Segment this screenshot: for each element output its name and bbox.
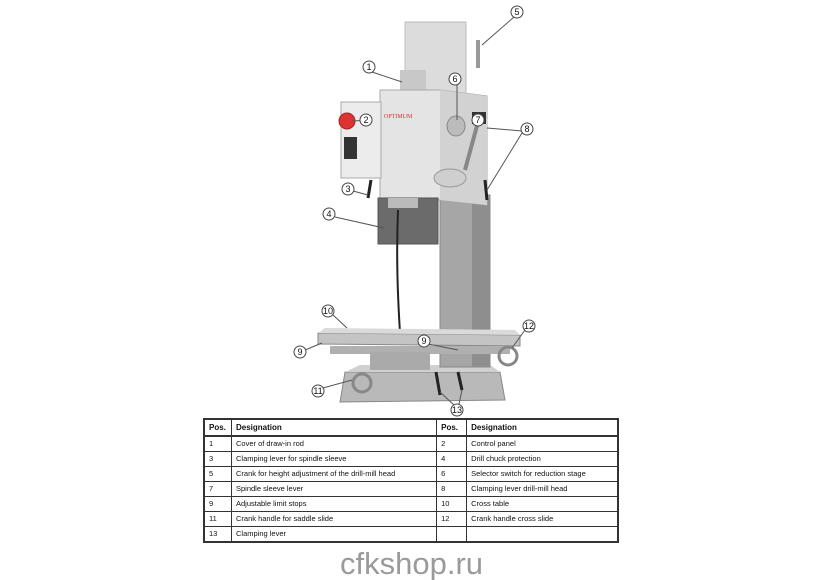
callout-6: 6 <box>452 74 457 84</box>
cell-pos: 13 <box>203 526 232 543</box>
callout-8: 8 <box>524 124 529 134</box>
cell-pos: 10 <box>436 496 468 512</box>
callout-1: 1 <box>366 62 371 72</box>
cross-crank-handwheel <box>497 345 519 367</box>
cell-pos: 2 <box>436 435 468 452</box>
cell-pos: 12 <box>436 511 468 527</box>
cell-designation: Selector switch for reduction stage <box>466 466 619 482</box>
callout-13: 13 <box>452 405 462 415</box>
cell-designation: Control panel <box>466 435 619 452</box>
machine-base <box>339 371 506 403</box>
header-designation: Designation <box>466 418 619 437</box>
callout-5: 5 <box>514 7 519 17</box>
callout-10: 10 <box>323 306 333 316</box>
table-header-row: Pos. Designation Pos. Designation <box>203 418 619 437</box>
watermark: cfkshop.ru <box>340 546 484 580</box>
cell-designation: Cover of draw-in rod <box>230 435 438 452</box>
cell-designation: Adjustable limit stops <box>230 496 438 512</box>
callout-11: 11 <box>313 386 322 396</box>
callout-4: 4 <box>326 209 331 219</box>
cable <box>396 209 401 334</box>
saddle <box>330 346 510 354</box>
selector-switch <box>446 115 466 137</box>
callout-3: 3 <box>345 184 350 194</box>
callout-12: 12 <box>524 321 534 331</box>
clamping-lever-head <box>483 179 489 201</box>
control-display <box>344 137 357 159</box>
cell-designation: Drill chuck protection <box>466 451 619 467</box>
cell-pos: 6 <box>436 466 468 482</box>
cell-pos: 5 <box>203 466 232 482</box>
callout-7: 7 <box>475 115 480 125</box>
saddle-crank-handwheel <box>351 372 373 394</box>
header-designation: Designation <box>230 418 438 437</box>
header-pos: Pos. <box>203 418 232 437</box>
cell-designation: Crank for height adjustment of the drill… <box>230 466 438 482</box>
cell-pos: 7 <box>203 481 232 497</box>
cell-designation: Crank handle for saddle slide <box>230 511 438 527</box>
milling-machine-illustration: OPTIMUM <box>293 5 536 417</box>
cell-designation: Spindle sleeve lever <box>230 481 438 497</box>
cell-pos: 3 <box>203 451 232 467</box>
cell-pos: 4 <box>436 451 468 467</box>
machine-drawing: OPTIMUM <box>317 21 521 403</box>
cell-pos: 9 <box>203 496 232 512</box>
clamping-lever-spindle <box>366 179 373 199</box>
column-side <box>472 200 490 367</box>
spindle-sleeve-lever <box>463 121 480 171</box>
header-pos: Pos. <box>436 418 468 437</box>
cell-designation: Clamping lever for spindle sleeve <box>230 451 438 467</box>
cell-designation: Crank handle cross slide <box>466 511 619 527</box>
cell-pos: 11 <box>203 511 232 527</box>
callout-9-middle: 9 <box>421 336 426 346</box>
callouts: 1 2 3 4 5 6 7 8 9 9 10 11 12 13 <box>293 5 536 417</box>
cell-designation: Clamping lever drill-mill head <box>466 481 619 497</box>
cell-pos: 1 <box>203 435 232 452</box>
cell-designation: Cross table <box>466 496 619 512</box>
callout-9-left: 9 <box>297 347 302 357</box>
clamping-lever-table <box>434 371 442 396</box>
cell-designation <box>466 526 619 543</box>
cell-designation: Clamping lever <box>230 526 438 543</box>
cell-pos: 8 <box>436 481 468 497</box>
brand-logo: OPTIMUM <box>384 114 413 120</box>
callout-2: 2 <box>363 115 368 125</box>
cell-pos <box>436 526 468 543</box>
